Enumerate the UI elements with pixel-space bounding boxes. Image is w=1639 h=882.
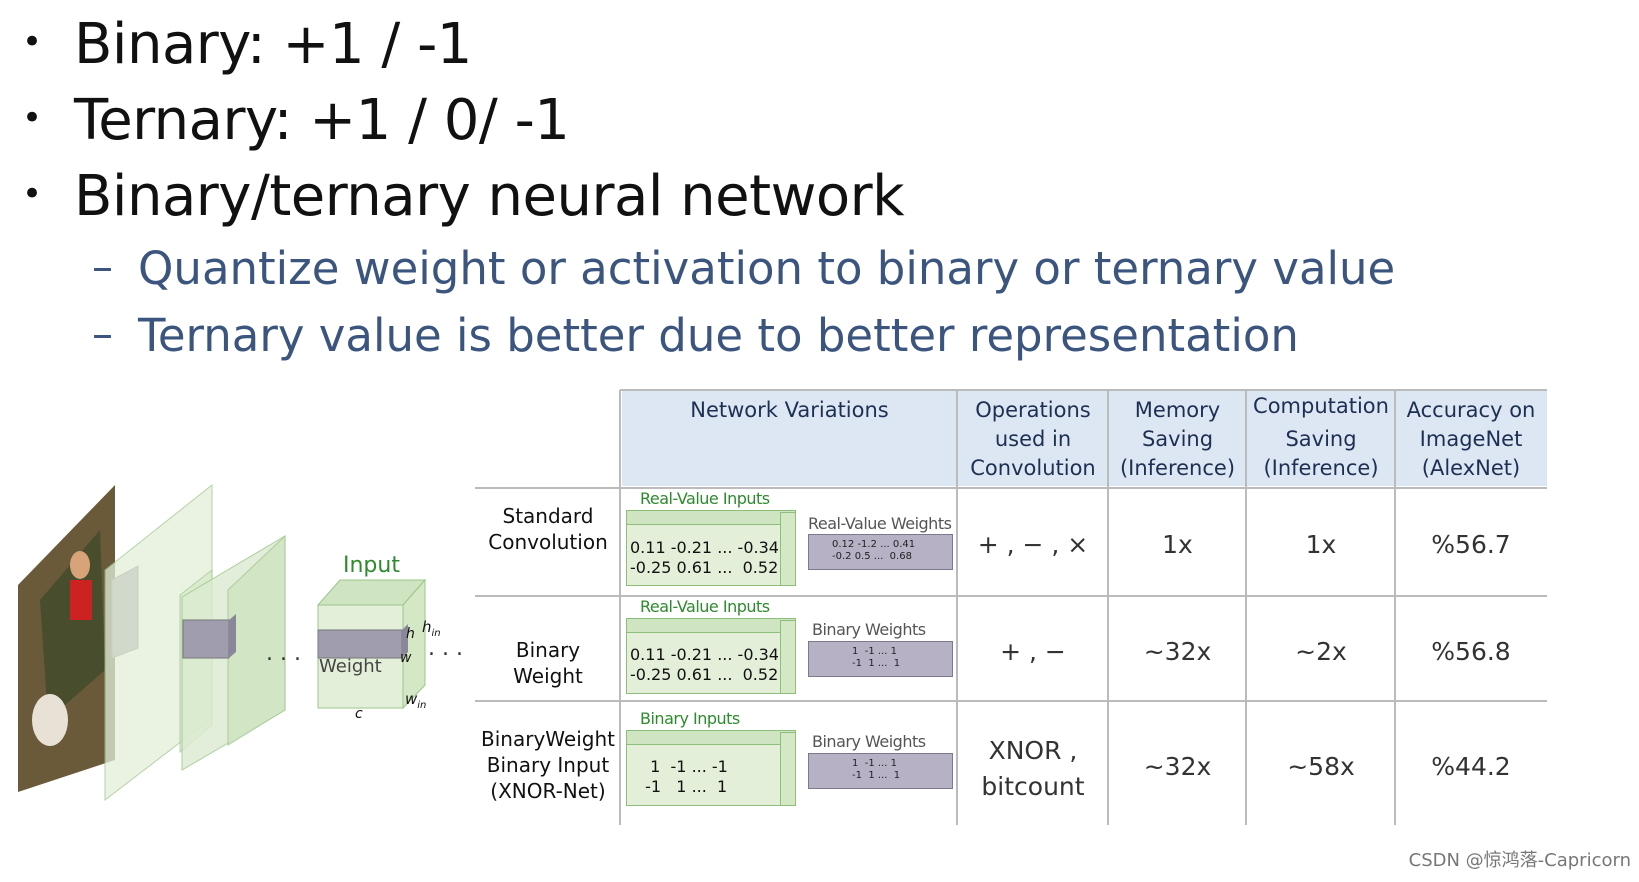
bullet-ternary: Ternary: +1 / 0/ -1 — [74, 88, 570, 153]
ops-value: XNOR ,bitcount — [981, 736, 1085, 801]
inputs-label: Real-Value Inputs — [640, 597, 770, 616]
weights-label: Real-Value Weights — [808, 514, 952, 533]
bullet-dot: • — [22, 174, 43, 214]
dim-h: h — [406, 626, 415, 642]
dim-hin: hin — [422, 618, 441, 639]
ops-value: + , − , × — [977, 530, 1089, 559]
accuracy-value: %56.8 — [1431, 637, 1511, 666]
dim-w: w — [400, 650, 412, 666]
weights-values: 0.12 -1.2 ... 0.41 -0.2 0.5 ... 0.68 — [832, 539, 916, 562]
inputs-values: 0.11 -0.21 ... -0.34 -0.25 0.61 ... 0.52 — [630, 645, 779, 684]
cnn-figure: . . . . . . — [18, 483, 463, 802]
sub-bullet-quantize: Quantize weight or activation to binary … — [138, 242, 1396, 295]
bullet-dot: • — [22, 98, 43, 138]
computation-value: 1x — [1305, 530, 1337, 559]
inputs-values: 1 -1 ... -1 -1 1 ... 1 — [645, 757, 728, 796]
bullet-binary: Binary: +1 / -1 — [74, 12, 472, 77]
inputs-box-side — [780, 620, 796, 694]
computation-value: ~58x — [1287, 752, 1355, 781]
memory-value: ~32x — [1143, 637, 1212, 666]
header-network-variations: Network Variations — [690, 398, 889, 422]
table-header-bg — [622, 390, 1547, 486]
input-label: Input — [343, 553, 400, 578]
memory-value: ~32x — [1143, 752, 1212, 781]
bullet-network: Binary/ternary neural network — [74, 164, 905, 229]
weights-box — [808, 641, 953, 677]
inputs-box — [626, 632, 782, 694]
sub-bullet-dash: – — [92, 242, 113, 291]
weights-box — [808, 753, 953, 789]
accuracy-value: %44.2 — [1431, 752, 1511, 781]
watermark: CSDN @惊鸿落-Capricorn — [1408, 850, 1631, 871]
ellipsis-right: . . . — [428, 636, 463, 661]
sub-bullet-dash: – — [92, 309, 113, 358]
row-label-binary-weight: Binary Weight — [513, 638, 583, 688]
weights-label: Binary Weights — [812, 620, 926, 639]
ellipsis-left: . . . — [266, 641, 301, 666]
weights-label: Binary Weights — [812, 732, 926, 751]
accuracy-value: %56.7 — [1431, 530, 1511, 559]
weights-values: 1 -1 ... 1 -1 1 ... 1 — [852, 646, 901, 669]
dim-c: c — [355, 706, 363, 722]
sub-bullet-ternary-better: Ternary value is better due to better re… — [138, 309, 1299, 362]
memory-value: 1x — [1162, 530, 1193, 559]
inputs-box — [626, 524, 782, 586]
inputs-values: 0.11 -0.21 ... -0.34 -0.25 0.61 ... 0.52 — [630, 538, 779, 577]
weights-box — [808, 534, 953, 570]
inputs-label: Binary Inputs — [640, 709, 740, 728]
bullet-dot: • — [22, 22, 43, 62]
weights-values: 1 -1 ... 1 -1 1 ... 1 — [852, 758, 901, 781]
inputs-label: Real-Value Inputs — [640, 489, 770, 508]
inputs-box-side — [780, 512, 796, 586]
inputs-box-side — [780, 732, 796, 806]
ops-value: + , − — [1000, 637, 1066, 666]
weight-label: Weight — [319, 656, 382, 677]
dim-win: win — [405, 690, 427, 711]
computation-value: ~2x — [1295, 637, 1347, 666]
